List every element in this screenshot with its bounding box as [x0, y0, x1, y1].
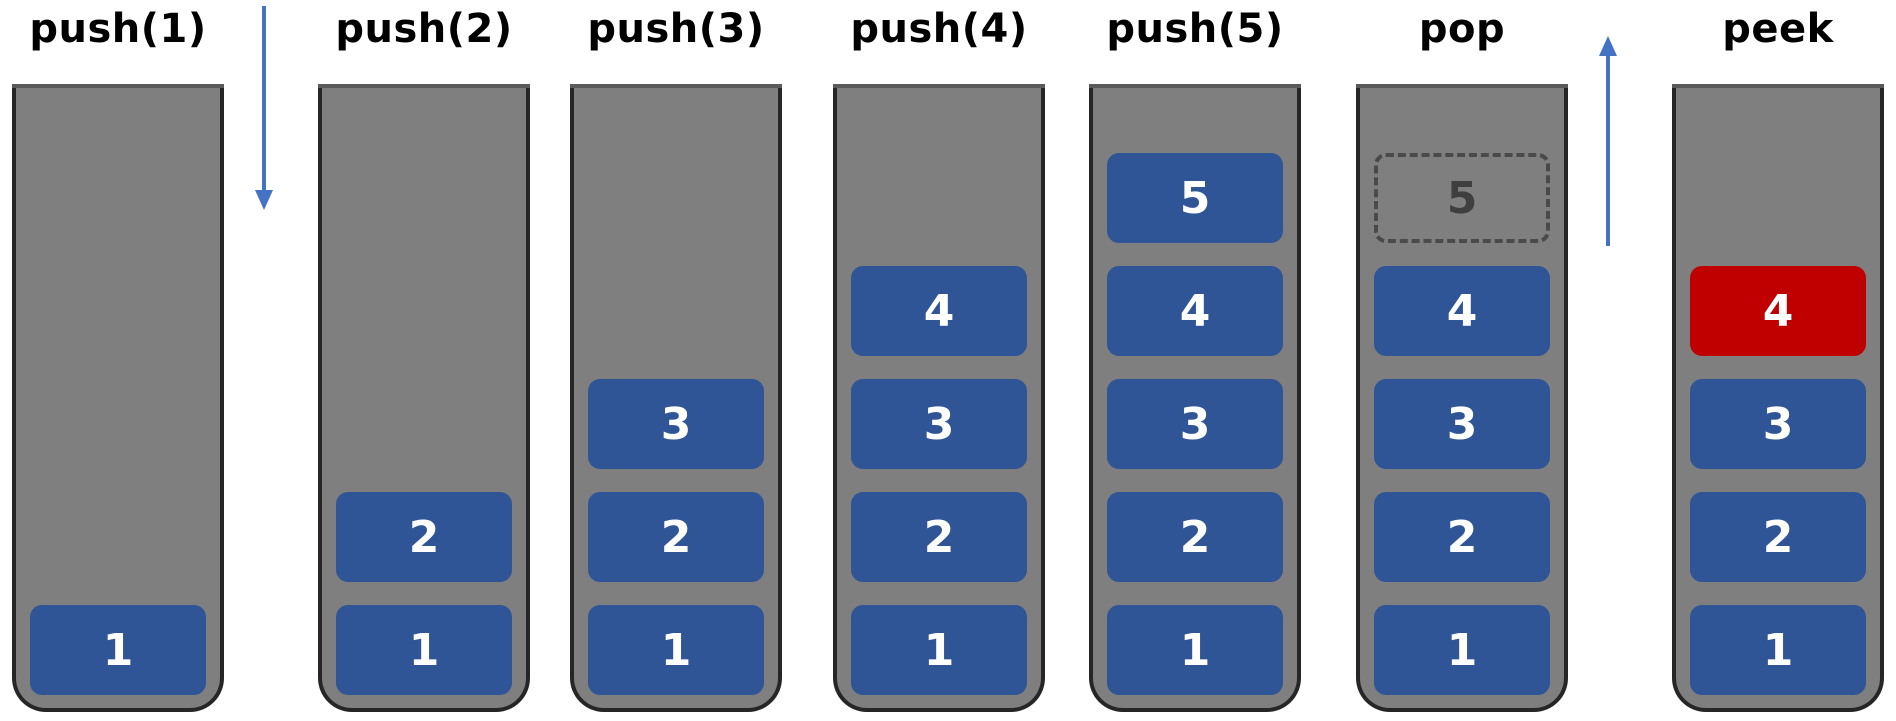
stack-element-block: 4 — [1107, 266, 1283, 356]
column-label: push(4) — [850, 6, 1028, 52]
column-label: peek — [1722, 6, 1834, 52]
stack-element-block: 2 — [851, 492, 1027, 582]
column-label: push(1) — [29, 6, 207, 52]
stack-element-block: 5 — [1107, 153, 1283, 243]
pop-direction-arrow — [1599, 36, 1617, 246]
peeked-element-block: 4 — [1690, 266, 1866, 356]
stack-element-block: 2 — [1107, 492, 1283, 582]
stack-element-block: 1 — [1107, 605, 1283, 695]
stack-element-block: 1 — [1374, 605, 1550, 695]
stack-element-block: 4 — [851, 266, 1027, 356]
stack-element-block: 1 — [30, 605, 206, 695]
stack-element-block: 1 — [588, 605, 764, 695]
stack-element-block: 2 — [336, 492, 512, 582]
column-label: push(5) — [1106, 6, 1284, 52]
column-label: pop — [1418, 6, 1506, 52]
stack-element-block: 1 — [1690, 605, 1866, 695]
stack-element-block: 1 — [851, 605, 1027, 695]
stack-element-block: 3 — [1107, 379, 1283, 469]
stack-element-block: 1 — [336, 605, 512, 695]
stack-element-block: 2 — [588, 492, 764, 582]
push-direction-arrow — [255, 6, 273, 210]
column-label: push(3) — [587, 6, 765, 52]
stack-element-block: 3 — [1374, 379, 1550, 469]
column-label: push(2) — [335, 6, 513, 52]
stack-element-block: 3 — [588, 379, 764, 469]
stack-element-block: 3 — [1690, 379, 1866, 469]
stack-element-block: 3 — [851, 379, 1027, 469]
stack-element-block: 2 — [1374, 492, 1550, 582]
stack-element-block: 4 — [1374, 266, 1550, 356]
stack-element-block: 2 — [1690, 492, 1866, 582]
popped-element-block: 5 — [1374, 153, 1550, 243]
